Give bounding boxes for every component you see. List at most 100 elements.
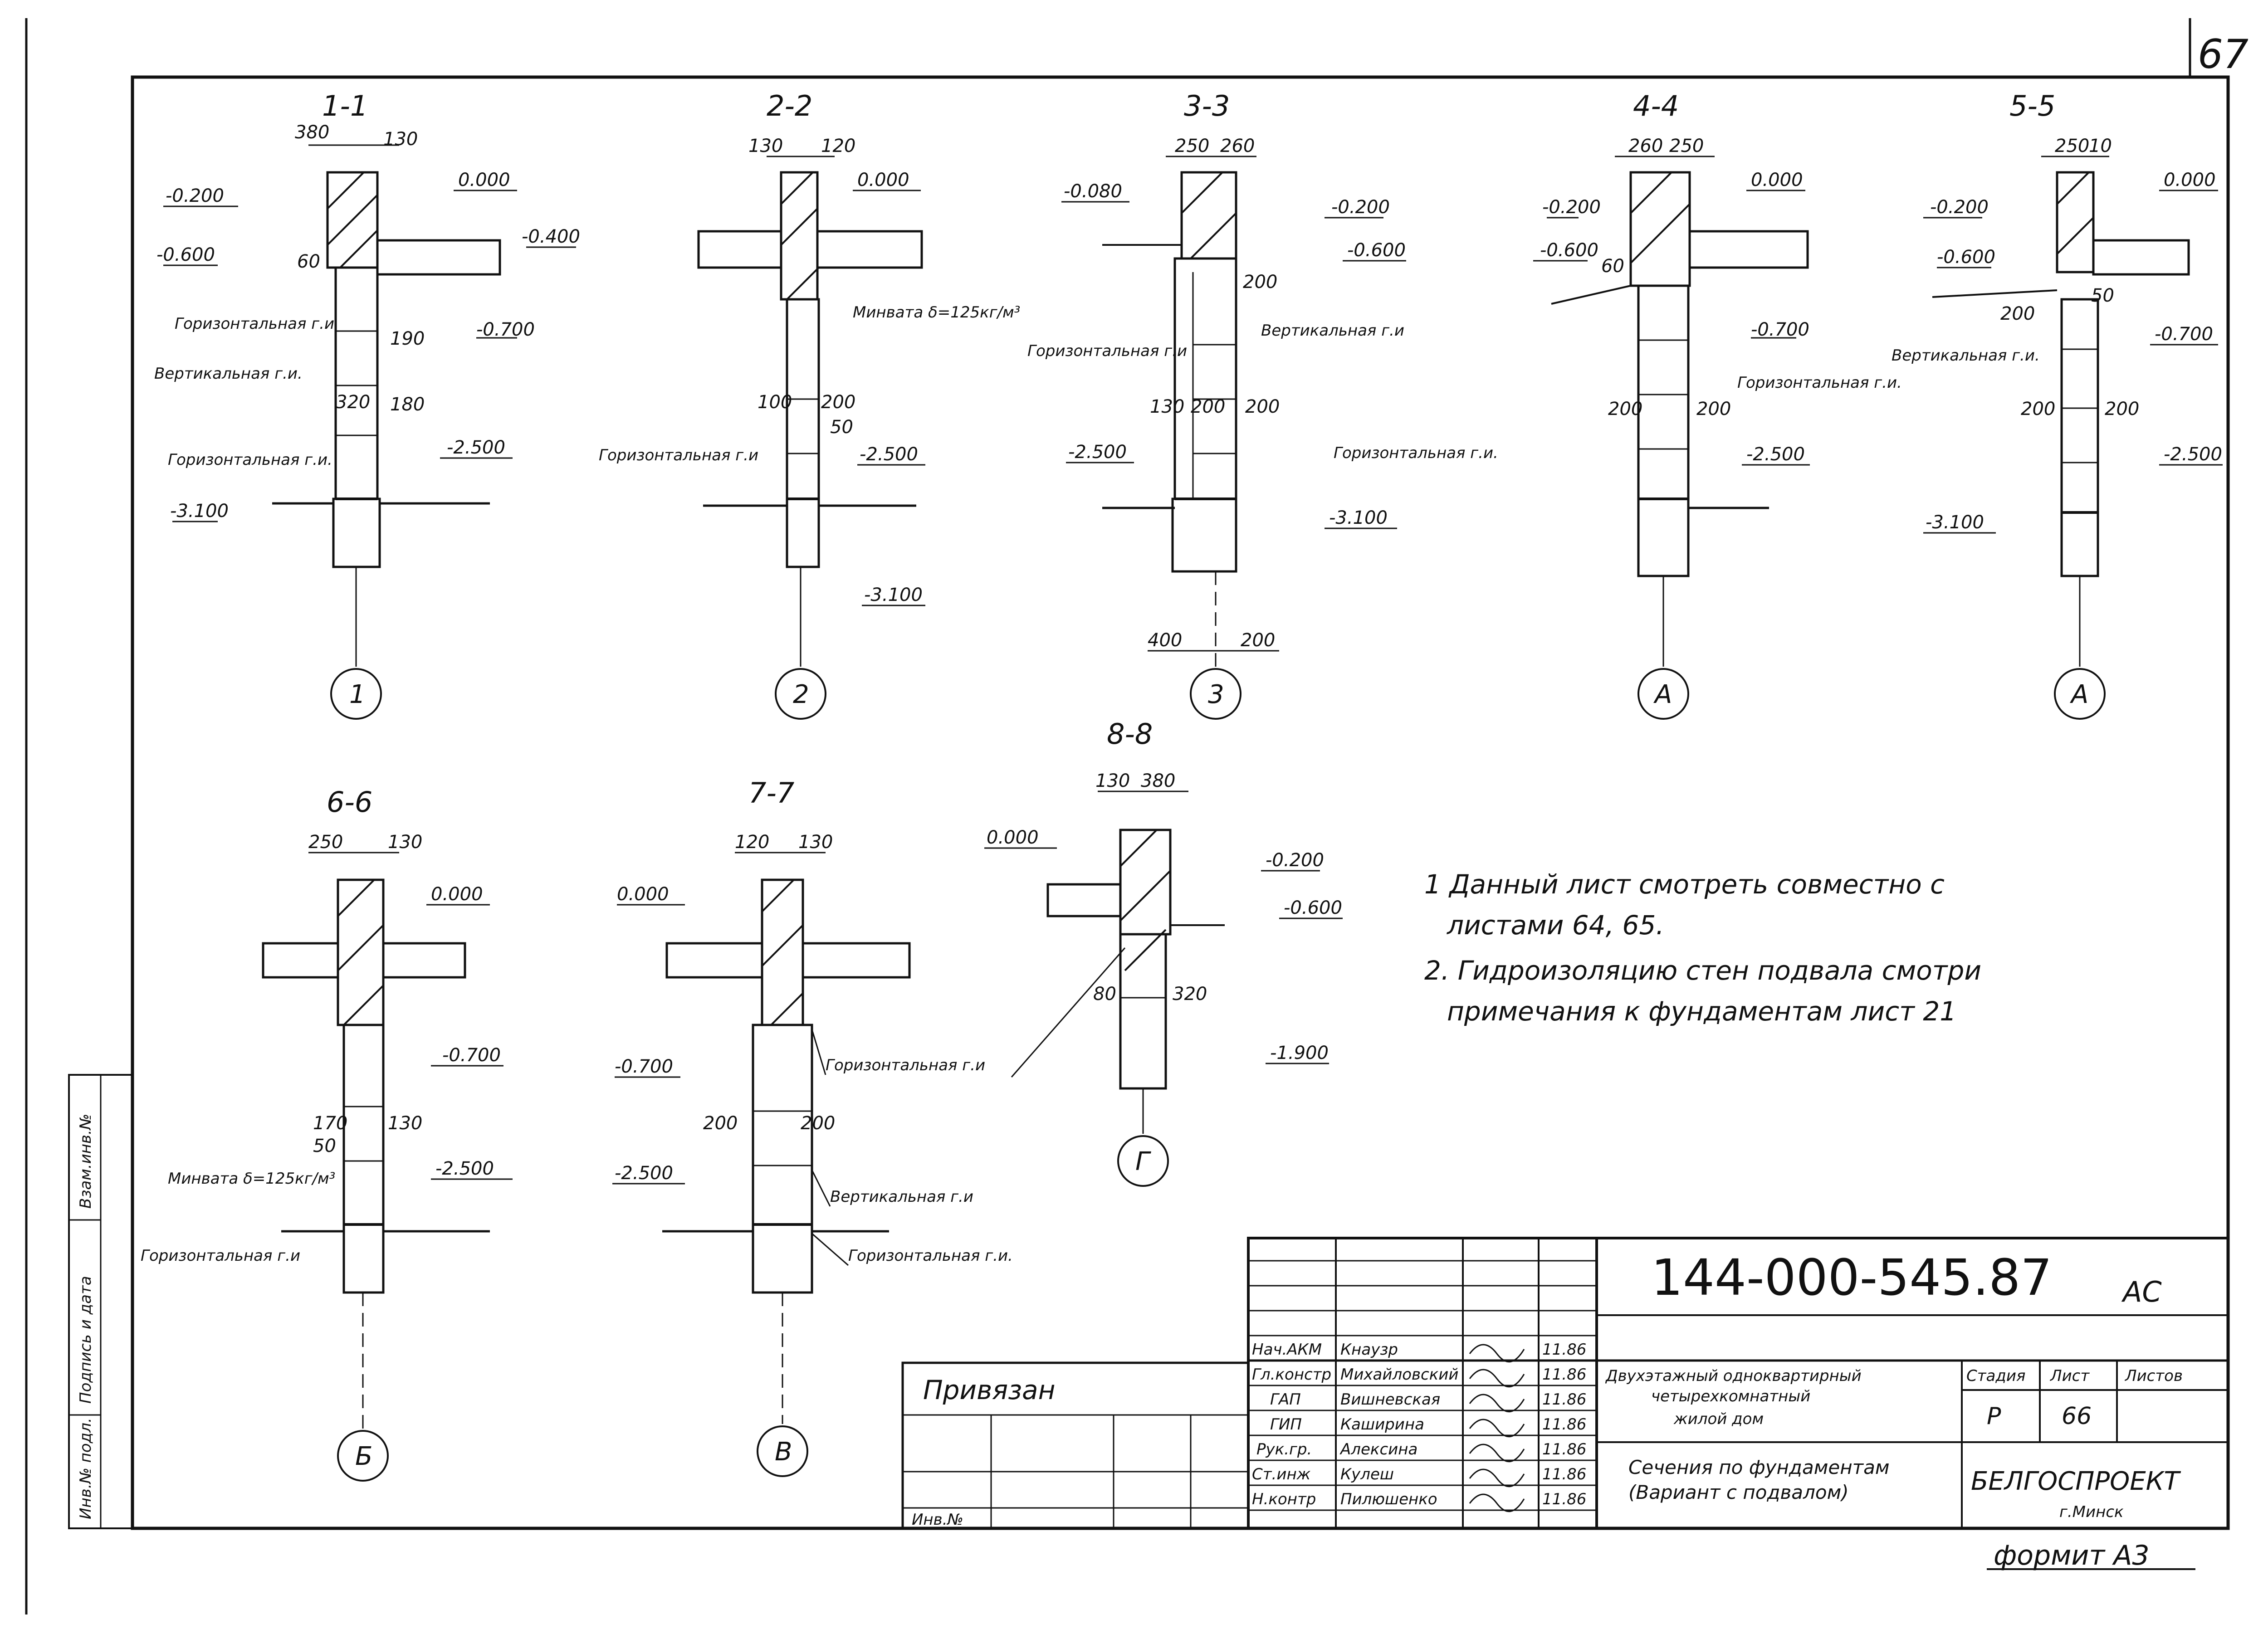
callout-label: Горизонтальная г.и.: [1334, 444, 1498, 462]
side-stamp-label: Инв.№ подл.: [77, 1418, 95, 1519]
axis-bubble: [1190, 668, 1242, 720]
axis-bubble: [757, 1425, 808, 1477]
level-mark: -0.080: [1064, 181, 1122, 202]
dim-text: 200: [2000, 303, 2035, 324]
axis-bubble: [330, 668, 382, 720]
callout-label: Горизонтальная г.и: [175, 315, 334, 333]
footing: [1171, 498, 1237, 573]
dim-text: 200: [1696, 399, 1731, 419]
level-mark: -0.700: [2155, 324, 2213, 345]
signature-name: Пилюшенко: [1340, 1490, 1437, 1508]
project-title-line: четырехкомнатный: [1651, 1387, 1810, 1405]
signature-role: Нач.АКМ: [1252, 1341, 1322, 1359]
dim-text: 200: [821, 392, 855, 413]
wall-upper: [2056, 171, 2095, 273]
wall-lower: [334, 266, 379, 500]
sheet-number: 67: [2198, 31, 2248, 78]
section-title: 4-4: [1633, 89, 1679, 122]
axis-label: 2: [793, 680, 809, 709]
hatch: [761, 879, 795, 912]
note-line: 1 Данный лист смотреть совместно с: [1424, 869, 1945, 900]
callout-leader: [811, 1233, 849, 1266]
side-stamp: Инв.№ подл. Подпись и дата Взам.инв.№: [68, 1074, 133, 1529]
signature-scribble: [1469, 1419, 1525, 1438]
sheets-header: Листов: [2124, 1367, 2183, 1385]
level-mark: -0.600: [1284, 897, 1342, 918]
level-mark: -0.700: [476, 319, 535, 340]
wall-lower: [1637, 284, 1690, 577]
signature-date: 11.86: [1542, 1440, 1586, 1458]
side-stamp-label: Подпись и дата: [77, 1276, 95, 1404]
wall-upper: [761, 878, 804, 1026]
level-mark: -2.500: [2164, 444, 2222, 465]
floor-slab-right: [802, 942, 911, 979]
section-title: 6-6: [327, 785, 372, 819]
level-mark: -0.600: [1540, 240, 1598, 261]
axis-bubble: [775, 668, 826, 720]
axis-bubble: [2054, 668, 2106, 720]
signature-date: 11.86: [1542, 1415, 1586, 1434]
level-mark: 0.000: [857, 170, 909, 190]
axis-bubble: [1637, 668, 1689, 720]
callout-label: Минвата δ=125кг/м³: [853, 303, 1020, 322]
wall-upper: [1119, 829, 1172, 936]
callout-label: Горизонтальная г.и: [1027, 342, 1187, 360]
level-mark: -0.200: [1930, 197, 1989, 218]
axis-label: Б: [355, 1442, 372, 1471]
sheet-title-line: Сечения по фундаментам: [1628, 1456, 1890, 1478]
dim-text: 130: [388, 1113, 422, 1134]
dim-text: 200: [1245, 396, 1280, 417]
dim-text: 200: [1191, 396, 1225, 417]
level-mark: 0.000: [431, 884, 483, 905]
hatch: [339, 229, 378, 268]
dim-text: 200: [703, 1113, 738, 1134]
wall-upper: [1629, 171, 1691, 287]
axis-bubble: [337, 1430, 389, 1482]
dim-text: 100: [758, 392, 792, 413]
section-4-4: 4-4 А 260 250 60 200 200 -0.200 -0.600 0…: [1533, 89, 1902, 720]
grade-line: [1551, 285, 1631, 305]
project-title-line: жилой дом: [1673, 1410, 1764, 1428]
level-mark: -0.600: [1347, 240, 1406, 261]
dim-text: 200: [1241, 630, 1275, 651]
wall-upper: [337, 878, 385, 1026]
dim-text: 250: [1669, 136, 1704, 156]
wall-lower: [786, 298, 820, 568]
callout-leader: [811, 1170, 831, 1207]
hatch: [780, 171, 814, 205]
level-mark: -0.700: [615, 1056, 673, 1077]
dim-text: 250: [2055, 136, 2089, 156]
level-mark: -0.700: [442, 1045, 501, 1066]
callout-label: Вертикальная г.и: [1261, 322, 1404, 340]
callout-label: Горизонтальная г.и: [141, 1247, 300, 1265]
dim-text: 60: [1601, 256, 1624, 277]
callout-label: Минвата δ=125кг/м³: [168, 1170, 335, 1188]
note-line: примечания к фундаментам лист 21: [1447, 996, 1956, 1027]
level-mark: 0.000: [2164, 170, 2216, 190]
hatch: [327, 194, 378, 246]
section-title: 1-1: [322, 89, 368, 122]
dim-text: 400: [1148, 630, 1182, 651]
section-title: 3-3: [1184, 89, 1230, 122]
dim-text: 130: [383, 129, 418, 150]
hatch: [327, 171, 365, 210]
dim-text: 60: [297, 251, 320, 272]
dim-text: 250: [1175, 136, 1209, 156]
floor-slab: [376, 239, 501, 276]
section-7-7: 7-7 В 120 130 200 200 0.000 -0.700 -2.50…: [612, 776, 1013, 1477]
format-label: формит А3: [1994, 1540, 2150, 1571]
section-title: 5-5: [2009, 89, 2055, 122]
section-title: 7-7: [748, 776, 794, 810]
signature-date: 11.86: [1542, 1465, 1586, 1483]
level-mark: -0.600: [1937, 247, 1995, 268]
level-mark: -0.700: [1751, 319, 1809, 340]
grade-line: [1932, 289, 2058, 298]
section-2-2: 2-2 2 130 120 100 200 50 0.000 -2.500 -3…: [599, 89, 1020, 720]
level-mark: -2.500: [1746, 444, 1805, 465]
signature-date: 11.86: [1542, 1490, 1586, 1508]
signature-scribble: [1469, 1369, 1525, 1388]
hatch: [780, 208, 818, 246]
organization-city: г.Минск: [2059, 1503, 2124, 1521]
level-mark: -2.500: [860, 444, 918, 465]
section-title: 8-8: [1107, 717, 1153, 751]
